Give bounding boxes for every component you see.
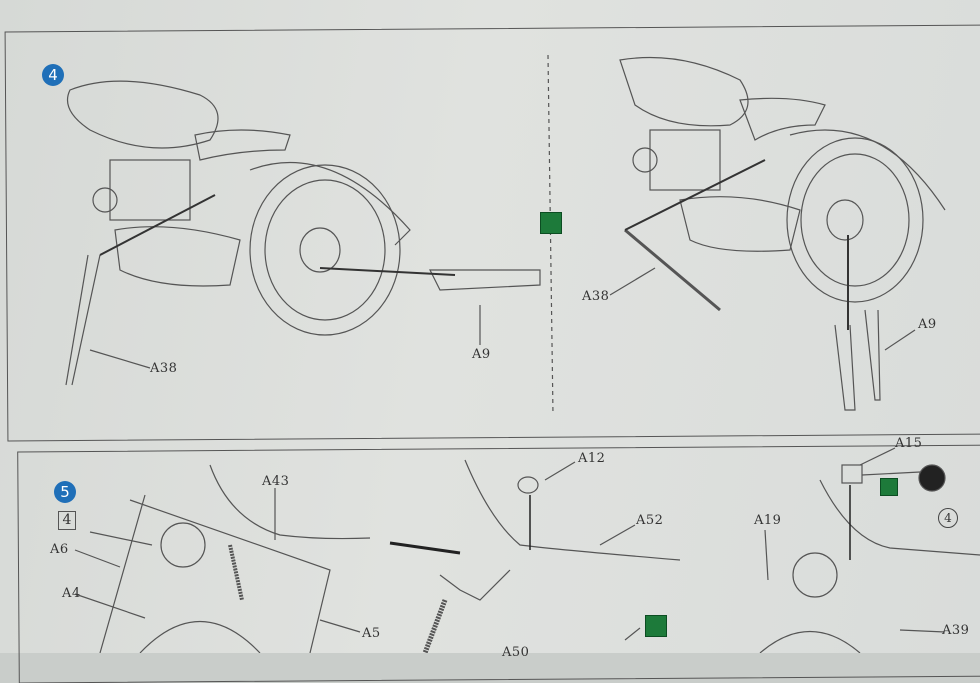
headlight-handlebar-drawing: [74, 464, 461, 653]
step-4-badge: 4: [42, 64, 64, 86]
glue-icon: [880, 478, 898, 496]
label-a9-right: A9: [918, 317, 937, 332]
handlebar-bell-drawing: [422, 459, 681, 653]
motorcycle-drawing-right: [609, 56, 946, 411]
label-a6: A6: [50, 542, 69, 557]
label-a9-left: A9: [472, 347, 491, 362]
label-a5: A5: [362, 626, 381, 641]
step5-right-drawing: [759, 447, 980, 653]
glue-icon: [540, 212, 562, 234]
label-a52: A52: [636, 513, 664, 528]
motorcycle-drawing-left: [65, 80, 541, 386]
ref-circle: 4: [938, 508, 958, 528]
label-a43: A43: [262, 474, 290, 489]
label-a38-left: A38: [150, 361, 178, 376]
ref-box: 4: [58, 511, 76, 530]
label-a15: A15: [895, 436, 923, 451]
label-a39: A39: [942, 623, 970, 638]
step-divider: [547, 54, 554, 416]
label-a12: A12: [578, 451, 606, 466]
label-a4: A4: [62, 586, 81, 601]
glue-icon: [645, 615, 667, 637]
step-5-badge: 5: [54, 481, 76, 503]
label-a38-right: A38: [582, 289, 610, 304]
label-a19: A19: [754, 513, 782, 528]
assembly-drawings: [65, 54, 980, 653]
